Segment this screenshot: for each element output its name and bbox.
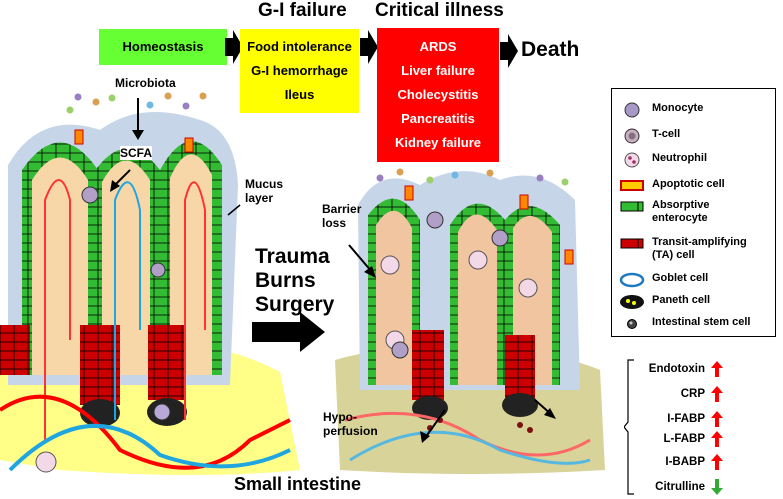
critical-item: Kidney failure bbox=[395, 135, 481, 150]
trauma-arrow bbox=[252, 312, 325, 352]
cell-legend: Monocyte T-cell Neutrophil Apoptotic cel… bbox=[611, 88, 776, 337]
legend-item-goblet: Goblet cell bbox=[612, 271, 775, 289]
intestine-illustration bbox=[0, 92, 605, 475]
arrow-gi-to-critical bbox=[360, 30, 378, 64]
critical-item: Liver failure bbox=[401, 63, 475, 78]
critical-illness-header: Critical illness bbox=[375, 0, 504, 21]
up-arrow-icon bbox=[711, 361, 723, 377]
microbiota-label: Microbiota bbox=[115, 76, 176, 90]
surgery-label: Surgery bbox=[255, 293, 335, 316]
absorptive-enterocyte-icon bbox=[620, 201, 644, 212]
marker-endotoxin: Endotoxin bbox=[648, 363, 705, 375]
homeostasis-label: Homeostasis bbox=[122, 39, 204, 54]
t-cell-icon bbox=[624, 128, 640, 144]
legend-item-t-cell: T-cell bbox=[612, 127, 775, 145]
legend-item-stem-cell: Intestinal stem cell bbox=[612, 315, 775, 333]
homeostasis-box: Homeostasis bbox=[99, 29, 227, 65]
ta-cell-icon bbox=[620, 238, 644, 249]
legend-item-neutrophil: Neutrophil bbox=[612, 151, 775, 169]
legend-item-paneth: Paneth cell bbox=[612, 293, 775, 311]
marker-i-fabp: I-FABP bbox=[667, 413, 705, 425]
critical-item: ARDS bbox=[419, 39, 457, 54]
death-label: Death bbox=[521, 38, 580, 61]
up-arrow-icon bbox=[711, 454, 723, 470]
up-arrow-icon bbox=[711, 386, 723, 402]
neutrophil-icon bbox=[624, 152, 640, 168]
legend-item-enterocyte: Absorptive enterocyte bbox=[612, 198, 775, 226]
gi-failure-header: G-I failure bbox=[258, 0, 347, 21]
barrier-loss-label: Barrier loss bbox=[322, 202, 362, 230]
critical-item: Pancreatitis bbox=[401, 111, 475, 126]
biomarker-bracket bbox=[624, 359, 634, 495]
gi-failure-item: Food intolerance bbox=[247, 39, 352, 54]
legend-item-apoptotic: Apoptotic cell bbox=[612, 177, 775, 195]
small-intestine-title: Small intestine bbox=[234, 474, 362, 494]
arrow-homeostasis-to-gi bbox=[225, 30, 243, 64]
monocyte-icon bbox=[624, 102, 640, 118]
mucus-layer-label: Mucus layer bbox=[245, 177, 284, 205]
trauma-label: Trauma bbox=[255, 245, 330, 268]
paneth-cell-icon bbox=[620, 295, 644, 309]
hypoperfusion-label: Hypo- perfusion bbox=[323, 410, 378, 438]
marker-l-fabp: L-FABP bbox=[663, 433, 705, 445]
gi-failure-box: Food intolerance G-I hemorrhage Ileus bbox=[240, 29, 359, 113]
healthy-intestine bbox=[0, 92, 300, 475]
down-arrow-icon bbox=[711, 479, 723, 495]
scfa-label: SCFA bbox=[120, 146, 153, 160]
injured-intestine bbox=[335, 168, 605, 474]
gi-failure-item: G-I hemorrhage bbox=[251, 63, 348, 78]
burns-label: Burns bbox=[255, 269, 316, 292]
up-arrow-icon bbox=[711, 411, 723, 427]
critical-item: Cholecystitis bbox=[397, 87, 479, 102]
marker-i-babp: I-BABP bbox=[665, 456, 705, 468]
up-arrow-icon bbox=[711, 431, 723, 447]
apoptotic-cell-icon bbox=[620, 180, 644, 191]
marker-crp: CRP bbox=[680, 388, 705, 400]
stem-cell-icon bbox=[627, 319, 637, 329]
gi-failure-item: Ileus bbox=[284, 87, 315, 102]
arrow-critical-to-death bbox=[500, 34, 518, 68]
legend-item-monocyte: Monocyte bbox=[612, 101, 775, 119]
legend-item-ta-cell: Transit-amplifying (TA) cell bbox=[612, 235, 775, 263]
marker-citrulline: Citrulline bbox=[655, 481, 705, 493]
goblet-cell-icon bbox=[619, 272, 645, 288]
critical-illness-box: ARDS Liver failure Cholecystitis Pancrea… bbox=[377, 28, 499, 162]
